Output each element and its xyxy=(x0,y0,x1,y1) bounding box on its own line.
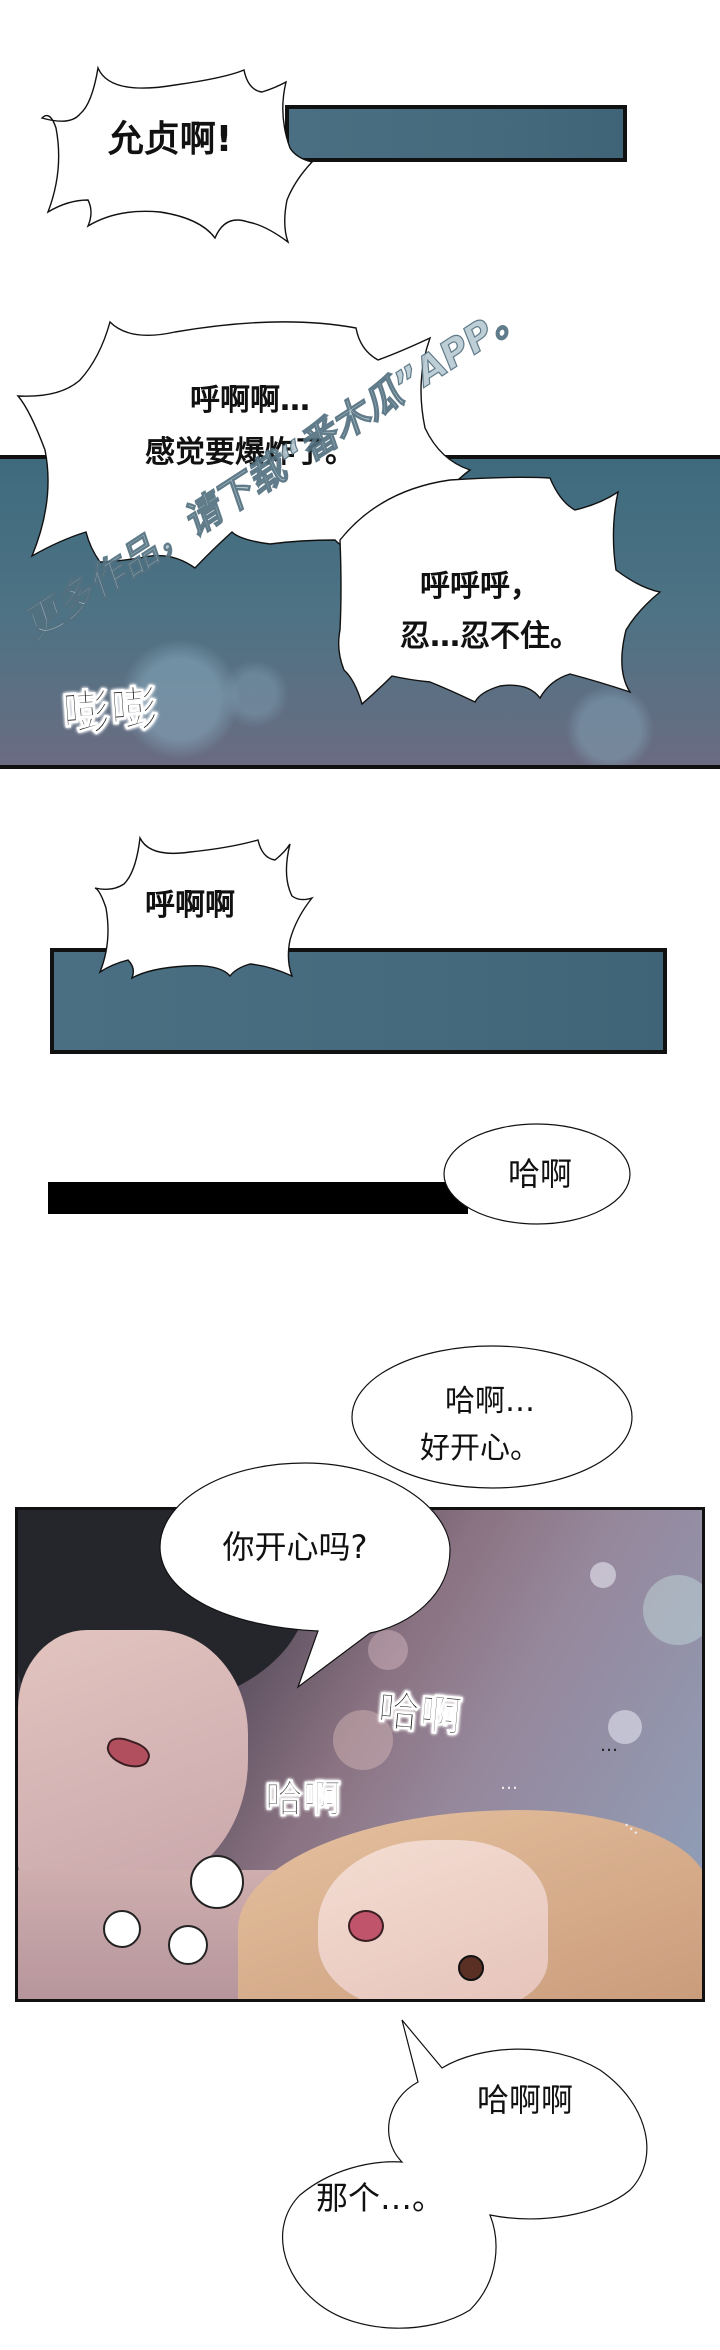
black-bar xyxy=(48,1182,468,1214)
bubble-2b-line-2: 忍…忍不住。 xyxy=(400,619,580,654)
bokeh-light xyxy=(643,1575,702,1645)
sfx-pant-2: 哈啊 xyxy=(264,1777,342,1822)
character-woman-mouth xyxy=(348,1910,384,1942)
bubble-2b-line-1: 呼呼呼， xyxy=(420,569,540,604)
oval-bubble-4 xyxy=(443,1123,631,1225)
bubble-1-text: 允贞啊! xyxy=(107,119,233,160)
oval-bubble-5b xyxy=(159,1462,451,1689)
bubble-3-text: 呼啊啊 xyxy=(145,888,235,923)
bubble-4-text: 哈啊 xyxy=(507,1155,572,1193)
breath-puff xyxy=(190,1855,244,1909)
bubble-5b-text: 你开心吗? xyxy=(222,1528,368,1566)
bokeh-light xyxy=(333,1710,393,1770)
panel-1-strip xyxy=(285,105,627,162)
burst-bubble-3 xyxy=(94,835,315,980)
breath-puff xyxy=(168,1925,208,1965)
bokeh-light xyxy=(368,1630,408,1670)
panel-3-strip xyxy=(50,948,667,1054)
breath-puff xyxy=(103,1910,141,1948)
sfx-pant-1: 哈啊 xyxy=(375,1685,464,1742)
ellipsis-mark: … xyxy=(500,1773,518,1794)
bubble-6b-text: 那个…。 xyxy=(315,2179,444,2217)
burst-bubble-2b xyxy=(337,476,662,706)
bubble-2a-line-2: 感觉要爆炸了。 xyxy=(145,435,355,470)
character-woman-eye xyxy=(458,1955,484,1981)
bubble-2a-line-1: 呼啊啊… xyxy=(190,383,310,418)
bubble-5a-line-1: 哈啊… xyxy=(445,1384,535,1419)
burst-bubble-2a xyxy=(16,320,472,569)
ellipsis-mark: … xyxy=(600,1735,618,1756)
oval-bubble-5a xyxy=(351,1345,633,1489)
burst-bubble-1 xyxy=(40,65,314,244)
bubble-5a-line-2: 好开心。 xyxy=(420,1431,540,1466)
bokeh-light xyxy=(608,1710,642,1744)
oval-bubble-6 xyxy=(282,2019,648,2329)
bubble-6a-text: 哈啊啊 xyxy=(476,2081,573,2119)
sfx-bang: 嘭嘭 xyxy=(60,680,161,744)
bokeh-light xyxy=(590,1562,616,1588)
